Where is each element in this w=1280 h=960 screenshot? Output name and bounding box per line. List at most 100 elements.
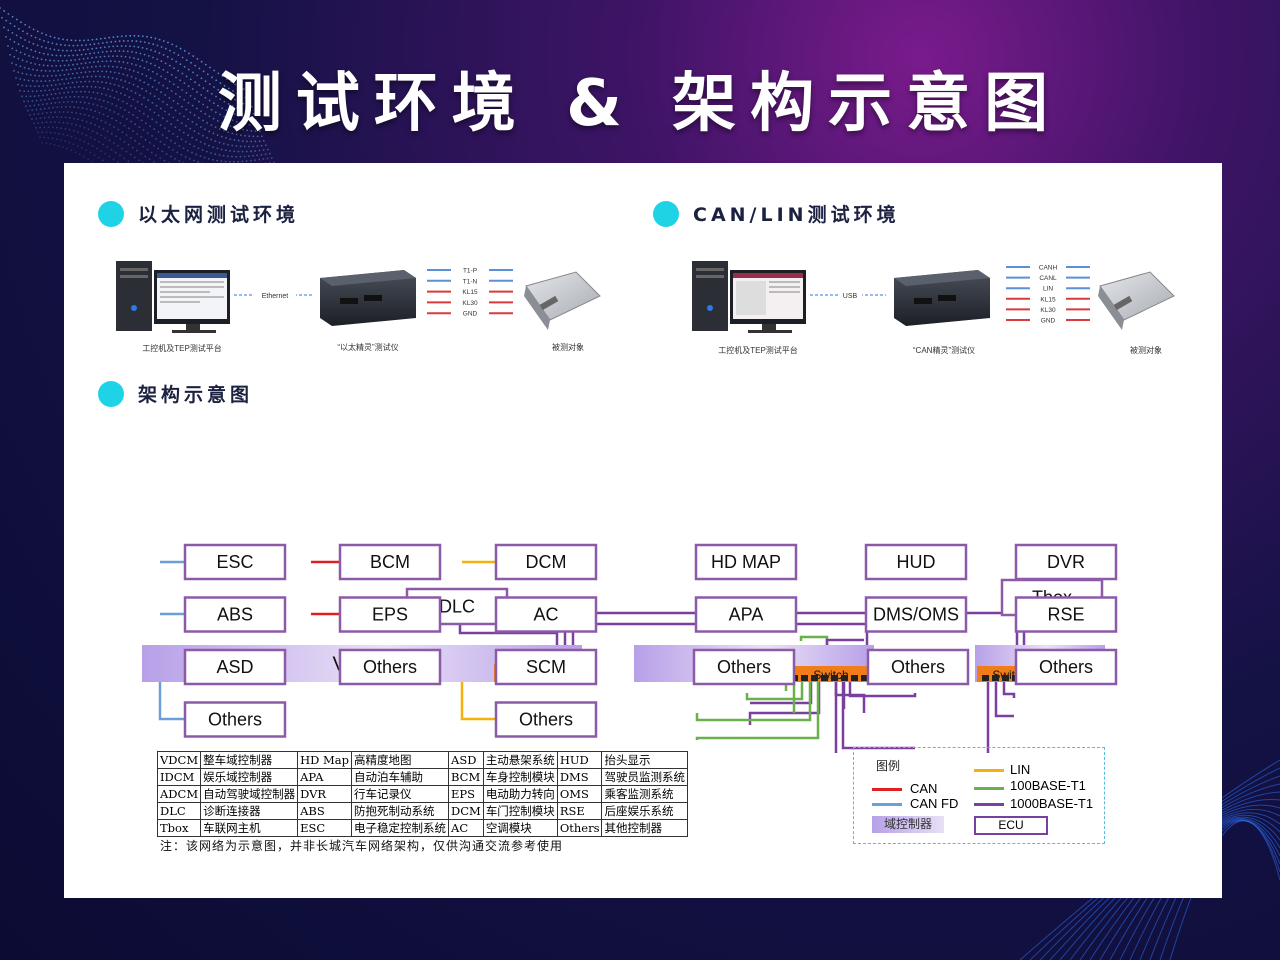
bg-dot — [72, 143, 75, 146]
bg-dot — [217, 72, 220, 75]
bg-dot — [203, 143, 206, 145]
bg-dot — [87, 142, 90, 145]
bg-dot — [143, 41, 146, 44]
bg-dot — [109, 71, 112, 73]
bg-dot — [202, 119, 204, 122]
bg-dot — [176, 119, 179, 122]
bg-dot — [164, 110, 166, 113]
bg-dot — [89, 151, 92, 154]
bg-dot — [168, 130, 170, 132]
bg-dot — [221, 107, 224, 109]
bg-dot — [59, 64, 62, 67]
bg-dot — [209, 66, 211, 69]
bg-dot — [23, 78, 26, 81]
bg-dot — [176, 102, 179, 105]
bg-dot — [45, 34, 48, 36]
bg-dot — [157, 131, 160, 133]
idcm-ecu-2-label: Others — [1039, 657, 1093, 677]
bg-dot — [42, 75, 45, 77]
bg-dot — [208, 99, 211, 102]
bg-dot — [163, 143, 166, 146]
bg-dot — [164, 62, 167, 65]
bg-dot — [177, 54, 180, 56]
bg-dot — [170, 123, 173, 126]
bg-dot — [95, 65, 97, 68]
bg-dot — [116, 45, 119, 48]
bg-dot — [188, 52, 190, 55]
bg-dot — [52, 116, 54, 119]
bg-dot — [66, 39, 69, 41]
bg-dot — [37, 112, 40, 115]
bg-dot — [72, 129, 75, 132]
bg-dot — [176, 151, 179, 154]
meaning-cell: 高精度地图 — [351, 751, 450, 769]
bg-dot — [187, 134, 189, 137]
bg-dot — [132, 114, 135, 116]
bg-dot — [157, 147, 160, 150]
bg-dot — [115, 77, 118, 80]
bg-dot — [21, 95, 23, 98]
bg-dot — [55, 54, 58, 57]
bg-dot — [154, 37, 157, 40]
bg-dot — [208, 130, 211, 133]
bg-dot — [219, 98, 222, 101]
bus-line — [841, 678, 915, 750]
bg-dot — [181, 56, 184, 59]
bg-dot — [147, 115, 149, 118]
bg-dot — [35, 108, 38, 111]
bg-dot — [39, 99, 42, 102]
bg-dot — [22, 30, 24, 33]
bg-dot — [70, 39, 73, 42]
can-dut-label: 被测对象 — [1130, 345, 1162, 355]
bg-dot — [19, 65, 22, 68]
bg-dot — [183, 82, 186, 85]
bg-dot — [98, 140, 100, 143]
bg-dot — [36, 30, 39, 33]
bg-dot — [75, 112, 78, 114]
bg-dot — [151, 135, 153, 137]
bg-dot — [135, 40, 138, 43]
bg-dot — [127, 39, 129, 42]
bg-dot — [110, 148, 113, 151]
bg-dot — [62, 121, 65, 124]
abbr-cell: ASD — [448, 751, 484, 769]
bg-dot — [242, 88, 245, 91]
bg-dot — [136, 116, 139, 119]
bg-dot — [9, 22, 12, 25]
vdcm-body-ecu-1-label: EPS — [372, 605, 408, 625]
bg-dot — [136, 133, 139, 135]
bg-dot — [143, 53, 146, 56]
bg-dot — [142, 145, 145, 148]
bg-dot — [15, 18, 18, 21]
bg-dot — [258, 140, 261, 143]
bg-dot — [210, 124, 213, 127]
bg-dot — [100, 119, 103, 122]
bg-dot — [149, 92, 152, 95]
bg-dot — [147, 68, 150, 71]
bg-dot — [187, 85, 190, 87]
bus-line — [1002, 678, 1016, 698]
bg-dot — [74, 49, 77, 52]
bg-dot — [208, 144, 210, 147]
bg-dot — [123, 140, 126, 143]
bg-dot — [108, 36, 111, 39]
bg-dot — [92, 103, 95, 106]
legend-canfd-swatch — [872, 803, 902, 806]
bg-dot — [64, 44, 66, 47]
bg-dot — [140, 119, 143, 122]
bg-dot — [183, 115, 185, 118]
bg-dot — [121, 115, 124, 118]
bg-dot — [96, 117, 99, 120]
bg-dot — [244, 134, 246, 137]
bg-dot — [5, 19, 8, 22]
bg-dot — [172, 116, 175, 119]
bg-dot — [70, 149, 73, 152]
idcm-ecu-1 — [1014, 596, 1118, 633]
legend-domain-swatch: 域控制器 — [872, 816, 944, 833]
bg-dot — [181, 89, 184, 91]
bg-dot — [136, 149, 138, 152]
bg-dot — [33, 95, 36, 98]
abbr-cell: ESC — [297, 819, 353, 837]
bg-dot — [100, 150, 102, 152]
abbr-cell: Tbox — [156, 819, 202, 837]
